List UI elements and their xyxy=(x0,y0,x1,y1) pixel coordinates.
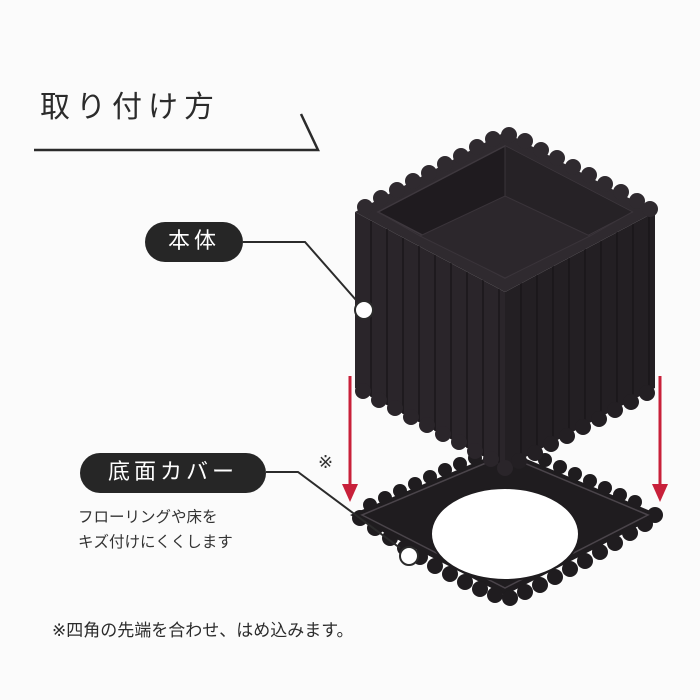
title-underline xyxy=(34,113,320,152)
cover-description: フローリングや床を キズ付けにくくします xyxy=(78,505,233,555)
leader-line-body xyxy=(243,241,374,320)
down-arrow-right xyxy=(652,376,668,502)
footnote: ※四角の先端を合わせ、はめ込みます。 xyxy=(52,621,354,641)
page-title: 取り付け方 xyxy=(40,90,220,125)
cover-description-line: キズ付けにくくします xyxy=(78,533,233,551)
planter-body xyxy=(355,127,658,476)
leader-line-cover xyxy=(266,471,419,566)
bottom-cover xyxy=(350,450,663,606)
down-arrow-left xyxy=(342,376,358,502)
cover-description-line: フローリングや床を xyxy=(78,508,218,526)
label-body: 本体 xyxy=(145,222,243,262)
asterisk-mark: ※ xyxy=(318,452,334,473)
label-bottom-cover: 底面カバー xyxy=(80,453,266,493)
